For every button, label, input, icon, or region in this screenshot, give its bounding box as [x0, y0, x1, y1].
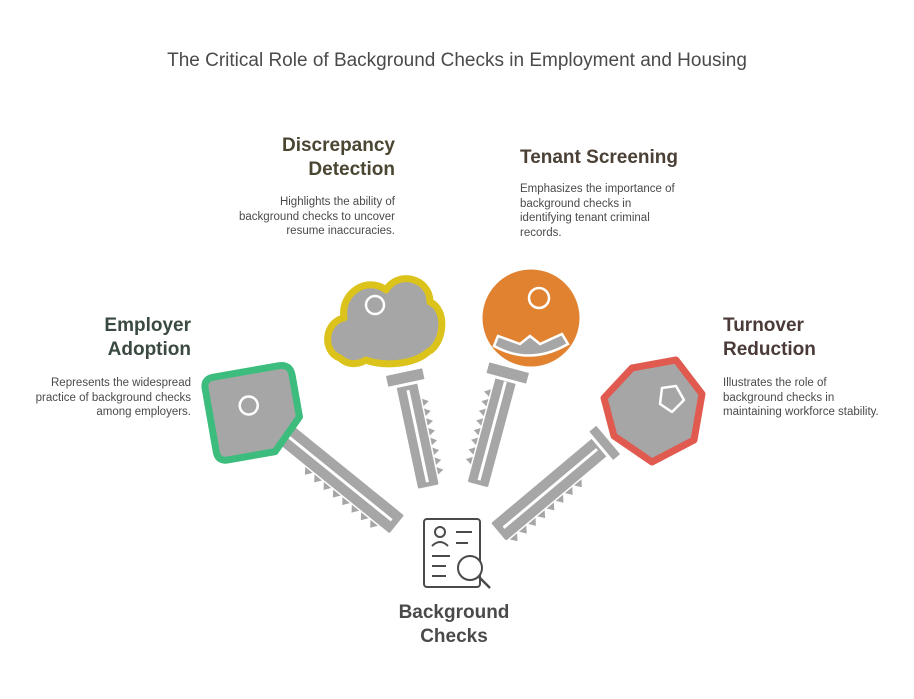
turnover-reduction-description: Illustrates the role of background check… [723, 376, 903, 420]
center-label-line2: Checks [420, 626, 488, 647]
discrepancy-detection-heading-line2: Detection [308, 159, 395, 180]
center-label-line1: Background [398, 602, 510, 623]
diagram-title: The Critical Role of Background Checks i… [167, 50, 747, 71]
employer-adoption-heading-line2: Adoption [107, 339, 191, 360]
tenant-screening-desc-line1: Emphasizes the importance of [520, 183, 675, 195]
tenant-screening-description: Emphasizes the importance of background … [520, 182, 700, 240]
employer-adoption-description: Represents the widespread practice of ba… [20, 376, 191, 420]
discrepancy-detection-heading-line1: Discrepancy [281, 135, 395, 156]
employer-adoption-heading: Employer Adoption [80, 314, 191, 362]
discrepancy-detection-desc-line3: resume inaccuracies. [286, 225, 395, 237]
turnover-reduction-heading-line1: Turnover [723, 315, 804, 336]
discrepancy-detection-key [324, 275, 448, 492]
turnover-reduction-desc-line3: maintaining workforce stability. [723, 406, 879, 418]
tenant-screening-desc-line4: records. [520, 226, 562, 239]
employer-adoption-desc-line2: practice of background checks [35, 391, 191, 404]
turnover-reduction-heading-line2: Reduction [723, 339, 816, 360]
tenant-screening-desc-line3: identifying tenant criminal [520, 212, 650, 224]
employer-adoption-desc-line3: among employers. [96, 406, 191, 418]
center-label: Background Checks [384, 601, 524, 649]
discrepancy-detection-desc-line1: Highlights the ability of [279, 196, 395, 208]
discrepancy-detection-description: Highlights the ability of background che… [215, 195, 395, 239]
discrepancy-detection-heading: Discrepancy Detection [255, 134, 395, 182]
tenant-screening-desc-line2: background checks in [520, 197, 632, 210]
turnover-reduction-desc-line1: Illustrates the role of [723, 377, 827, 389]
turnover-reduction-key [488, 356, 706, 544]
tenant-screening-heading: Tenant Screening [520, 146, 720, 170]
employer-adoption-heading-line1: Employer [104, 315, 191, 336]
tenant-screening-key [462, 266, 583, 490]
tenant-screening-heading-line1: Tenant Screening [520, 147, 679, 168]
discrepancy-detection-desc-line2: background checks to uncover [239, 210, 395, 223]
background-check-document-search-icon [423, 518, 491, 589]
employer-adoption-key [201, 361, 407, 536]
turnover-reduction-heading: Turnover Reduction [723, 314, 873, 362]
turnover-reduction-desc-line2: background checks in [723, 391, 835, 404]
employer-adoption-desc-line1: Represents the widespread [51, 377, 191, 389]
